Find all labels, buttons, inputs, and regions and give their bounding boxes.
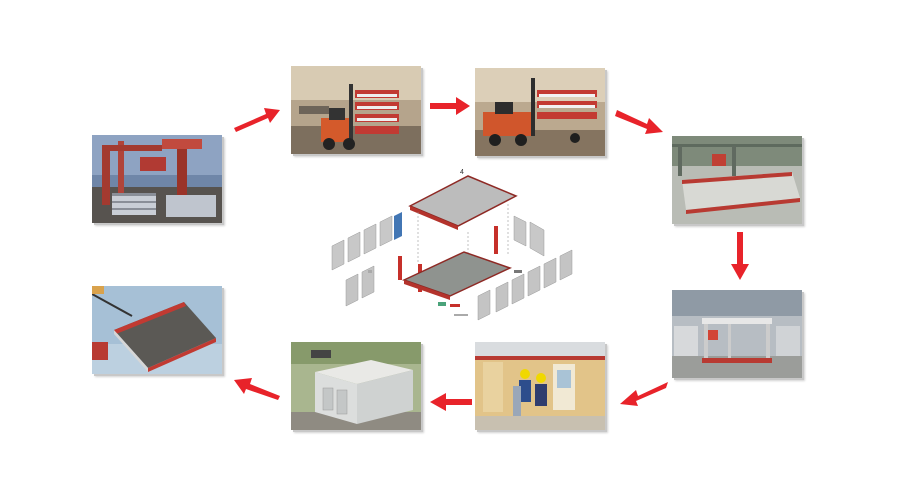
forklift-truck-transport-photo [475,68,605,156]
assembly-structure-indoor-photo [672,290,802,378]
arrow-icon [615,110,663,134]
arrow-icon [234,378,280,400]
arrow-icon [620,382,668,406]
arrow-step7-to-step8 [232,372,282,402]
step-photo-workers-installing [475,342,605,430]
step-photo-finished-container [291,342,421,430]
port-crane-loading-photo [92,135,222,223]
arrow-icon [430,97,470,115]
arrow-icon [731,232,749,280]
workers-installing-panels-photo [475,342,605,430]
exploded-diagram-graphic: 4 [331,169,573,321]
forklift-carrying-frames-photo [291,66,421,154]
arrow-step4-to-step5 [730,232,750,280]
arrow-step3-to-step4 [615,104,665,136]
step-photo-port-crane [92,135,222,223]
diagram-label: 4 [460,169,464,176]
arrow-icon [430,393,472,411]
step-photo-factory-base [672,136,802,224]
crane-lifting-container-photo [92,286,222,374]
arrow-step5-to-step6 [618,376,670,408]
step-photo-forklift-frames [291,66,421,154]
step-photo-assembly-structure [672,290,802,378]
arrow-step6-to-step7 [430,392,472,412]
exploded-assembly-diagram: 4 [318,164,582,332]
arrow-step1-to-step2 [232,104,282,134]
arrow-step2-to-step3 [430,96,470,116]
factory-floor-base-frame-photo [672,136,802,224]
finished-container-house-photo [291,342,421,430]
arrow-icon [234,108,280,132]
step-photo-crane-lifting [92,286,222,374]
step-photo-forklift-truck [475,68,605,156]
